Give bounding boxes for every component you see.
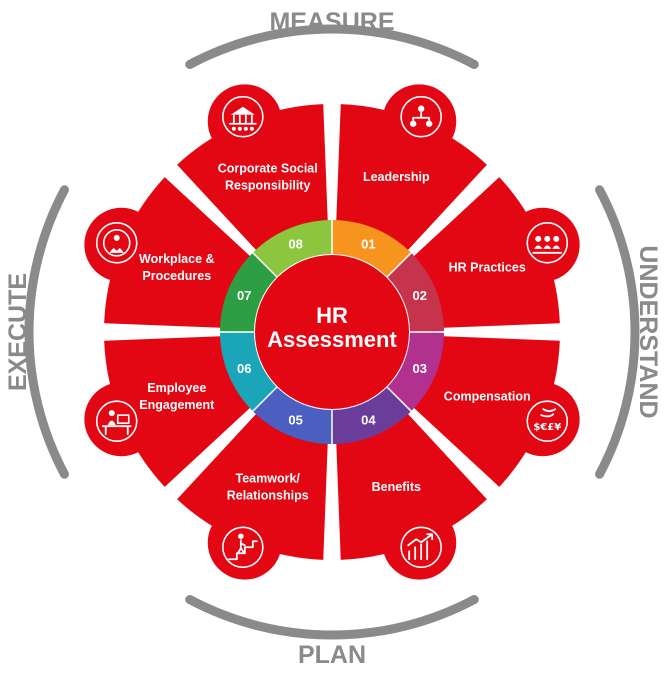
segment-label-03: Compensation (444, 389, 531, 403)
ring-separator (252, 386, 278, 412)
segment-number-01: 01 (361, 237, 375, 252)
icon-circle-08 (207, 84, 282, 159)
segment-number-05: 05 (288, 412, 302, 427)
ring-separator (386, 252, 412, 278)
phase-arc-top (185, 24, 479, 69)
segment-label-05: Teamwork/Relationships (227, 472, 309, 503)
svg-text:$€£¥: $€£¥ (533, 422, 561, 433)
org-chart-icon (400, 95, 442, 138)
segment-label-07: Workplace &Procedures (139, 252, 215, 283)
icon-circles (84, 84, 580, 580)
ring-slice-04 (332, 387, 411, 444)
phase-label-execute: EXECUTE (4, 273, 32, 391)
currency-hand-icon: $€£¥ (526, 400, 569, 442)
ring-separator (386, 386, 412, 412)
center-disc (255, 255, 409, 409)
segment-number-07: 07 (237, 288, 251, 303)
ring-slice-05 (253, 387, 332, 444)
segment-number-06: 06 (237, 361, 251, 376)
ring-slice-08 (253, 220, 332, 277)
ring-slice-06 (220, 332, 277, 411)
ring-separator (252, 252, 278, 278)
phase-arc-right (595, 185, 640, 479)
icon-circle-02 (505, 207, 580, 282)
desk-worker-icon (95, 400, 138, 442)
icon-circle-03 (505, 382, 580, 457)
ring-slice-07 (220, 253, 277, 332)
icon-circle-06 (84, 382, 159, 457)
phase-label-measure: MEASURE (269, 8, 394, 36)
segment-label-02: HR Practices (449, 261, 526, 275)
segment-number-08: 08 (288, 237, 302, 252)
community-building-icon (222, 95, 264, 138)
icons: $€£¥ (95, 95, 569, 569)
segment-number-02: 02 (413, 288, 427, 303)
ring-slice-03 (387, 332, 444, 411)
phase-label-understand: UNDERSTAND (634, 245, 662, 418)
center-title-line1: HR (316, 303, 348, 328)
team-group-icon (526, 222, 569, 264)
phase-arc-left (24, 185, 69, 479)
color-ring (220, 220, 444, 444)
phase-arc-bottom (185, 595, 479, 640)
center-title-line2: Assessment (267, 327, 397, 352)
ring-slice-02 (387, 253, 444, 332)
icon-circle-07 (84, 207, 159, 282)
segment-labels: Leadership HR PracticesCompensationBenefi… (139, 161, 531, 502)
growth-chart-icon (400, 526, 442, 569)
segment-label-01: Leadership (363, 170, 430, 184)
segment-number-04: 04 (361, 412, 376, 427)
stairs-climb-icon (222, 526, 264, 569)
ring-slice-01 (332, 220, 411, 277)
icon-circle-01 (382, 84, 457, 159)
person-heart-icon (95, 222, 138, 264)
icon-circle-04 (382, 505, 457, 580)
phase-arcs (24, 24, 640, 640)
segment-number-03: 03 (413, 361, 427, 376)
segment-label-04: Benefits (372, 480, 421, 494)
phase-label-plan: PLAN (298, 641, 366, 669)
number-labels: 01 02 03 04 05 06 07 08 (237, 237, 427, 428)
icon-circle-05 (207, 505, 282, 580)
